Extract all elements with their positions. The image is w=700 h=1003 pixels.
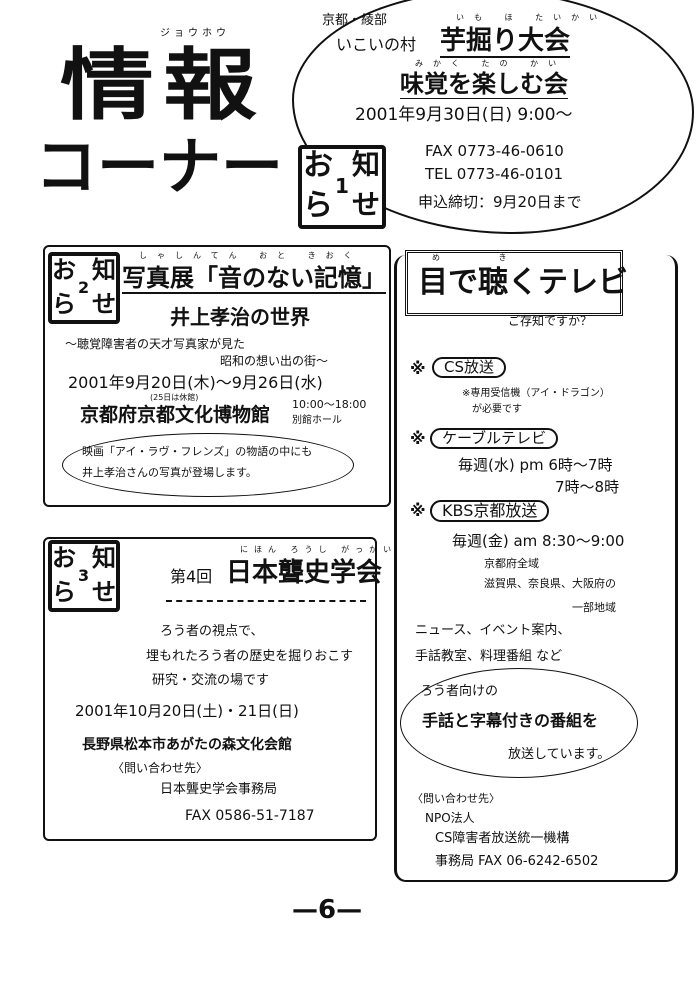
tv-contact-org-2: CS障害者放送統一機構 — [435, 831, 570, 846]
notice-3-title: 日本聾史学会 — [226, 558, 383, 588]
page-number: —6— — [292, 895, 363, 925]
notice-1-badge: お 知 1 ら せ — [298, 145, 386, 229]
asterisk-icon: ※ — [410, 429, 426, 448]
notice-3-title-reading: にほん ろうし がっかい — [240, 545, 398, 554]
kbs-area-3: 一部地域 — [572, 601, 616, 614]
kbs-area-2: 滋賀県、奈良県、大阪府の — [484, 577, 616, 590]
title-reading: ジョウホウ — [160, 28, 230, 39]
tv-title: 目で聴くテレビ — [418, 265, 628, 300]
notice-2-subtitle: 井上孝治の世界 — [170, 305, 310, 329]
programs-line-2: 手話教室、料理番組 など — [415, 649, 563, 664]
tv-title-reading: め き — [432, 253, 535, 262]
cable-label: ケーブルテレビ — [430, 428, 559, 450]
bubble-line-3: 放送しています。 — [508, 747, 611, 762]
badge-char: せ — [352, 188, 381, 221]
notice-3-desc-2: 埋もれたろう者の歴史を掘りおこす — [146, 649, 353, 664]
badge-number: 1 — [335, 174, 349, 198]
cable-time-1: 毎週(水) pm 6時～7時 — [458, 456, 613, 474]
notice-2-dates: 2001年9月20日(木)～9月26日(水) — [68, 373, 323, 392]
notice-3-dates: 2001年10月20日(土)・21日(日) — [75, 702, 299, 720]
notice-1-title-reading: いも ほ たいかい — [456, 13, 608, 22]
cable-label-text: ケーブルテレビ — [430, 428, 559, 450]
notice-2-tagline-2: 昭和の想い出の街～ — [220, 354, 329, 368]
notice-1-location: 京都・綾部 — [322, 13, 388, 28]
badge-char: せ — [92, 578, 116, 606]
notice-3-contact-fax: FAX 0586-51-7187 — [185, 808, 315, 824]
notice-2-tagline-1: ～聴覚障害者の天才写真家が見た — [65, 337, 246, 351]
asterisk-icon: ※ — [410, 359, 426, 378]
notice-1-bubble — [292, 0, 694, 234]
zigzag-underline — [166, 594, 366, 602]
notice-2-speech-bubble — [62, 433, 354, 497]
kbs-label-text: KBS京都放送 — [430, 500, 550, 523]
notice-3-box — [43, 537, 377, 841]
notice-1-datetime: 2001年9月30日(日) 9:00～ — [355, 105, 573, 125]
badge-char: ら — [52, 578, 76, 606]
badge-char: 知 — [92, 544, 116, 572]
notice-2-closed-note: (25日は休館) — [150, 393, 199, 402]
tv-contact-org-1: NPO法人 — [425, 811, 475, 825]
notice-3-contact-label: 〈問い合わせ先〉 — [112, 761, 209, 775]
badge-char: せ — [92, 290, 116, 318]
bubble-line-2: 手話と字幕付きの番組を — [422, 711, 599, 730]
corner-title-block: ジョウホウ 情報 コーナー — [30, 28, 295, 210]
cs-note-2: が必要です — [472, 404, 522, 415]
bubble-line-1: ろう者向けの — [420, 684, 499, 699]
tv-question: ご存知ですか？ — [508, 314, 593, 328]
badge-number: 2 — [78, 278, 90, 297]
badge-char: 知 — [352, 148, 381, 181]
programs-line-1: ニュース、イベント案内、 — [415, 623, 571, 638]
notice-1-event-title: 芋掘り大会 — [440, 26, 571, 58]
notice-2-venue: 京都府京都文化博物館 — [80, 404, 271, 426]
badge-number: 3 — [78, 566, 90, 585]
tv-contact-fax: 事務局 FAX 06-6242-6502 — [435, 854, 599, 869]
notice-2-hours: 10:00～18:00 — [292, 398, 367, 411]
asterisk-icon: ※ — [410, 501, 426, 520]
notice-1-village: いこいの村 — [336, 35, 417, 54]
notice-1-deadline: 申込締切：9月20日まで — [418, 193, 582, 211]
kbs-label: KBS京都放送 — [430, 500, 550, 523]
notice-2-bubble-line-1: 映画「アイ・ラヴ・フレンズ」の物語の中にも — [82, 445, 313, 458]
notice-3-title-prefix: 第4回 — [170, 567, 213, 586]
notice-1-fax: FAX 0773-46-0610 — [425, 142, 564, 160]
notice-3-contact-org: 日本聾史学会事務局 — [160, 782, 278, 797]
badge-char: お — [52, 544, 76, 572]
title-line-2: コーナー — [35, 130, 284, 203]
cable-time-2: 7時～8時 — [555, 478, 620, 496]
kbs-area-1: 京都府全域 — [484, 557, 539, 570]
kbs-time: 毎週(金) am 8:30～9:00 — [452, 532, 625, 550]
badge-char: お — [52, 256, 76, 284]
notice-3-desc-1: ろう者の視点で、 — [160, 624, 264, 639]
notice-1-tel: TEL 0773-46-0101 — [425, 165, 564, 183]
cs-label-text: CS放送 — [432, 357, 506, 379]
notice-1-subtitle: 味覚を楽しむ会 — [400, 70, 568, 99]
tv-contact-label: 〈問い合わせ先〉 — [412, 792, 500, 805]
notice-3-venue: 長野県松本市あがたの森文化会館 — [82, 737, 292, 753]
badge-char: 知 — [92, 256, 116, 284]
notice-3-desc-3: 研究・交流の場です — [152, 673, 270, 688]
notice-2-title: 写真展「音のない記憶」 — [122, 264, 386, 294]
notice-2-venue-hall: 別館ホール — [292, 415, 342, 426]
badge-char: ら — [303, 188, 333, 223]
notice-1-subtitle-reading: みかく たの かい — [415, 59, 567, 68]
cs-note-1: ※専用受信機（アイ・ドラゴン） — [462, 388, 610, 399]
badge-char: お — [303, 148, 333, 183]
tv-bubble — [400, 668, 638, 778]
cs-label: CS放送 — [432, 357, 506, 379]
notice-2-title-reading: しゃしんてん おと きおく — [139, 251, 362, 260]
notice-3-badge: お 知 3 ら せ — [48, 540, 120, 612]
badge-char: ら — [52, 290, 76, 318]
title-line-1: 情報 — [60, 41, 267, 131]
tv-box — [394, 255, 678, 882]
notice-2-badge: お 知 2 ら せ — [48, 252, 120, 324]
notice-2-box — [43, 245, 391, 507]
tv-title-frame — [405, 250, 623, 316]
notice-2-bubble-line-2: 井上孝治さんの写真が登場します。 — [82, 466, 257, 479]
